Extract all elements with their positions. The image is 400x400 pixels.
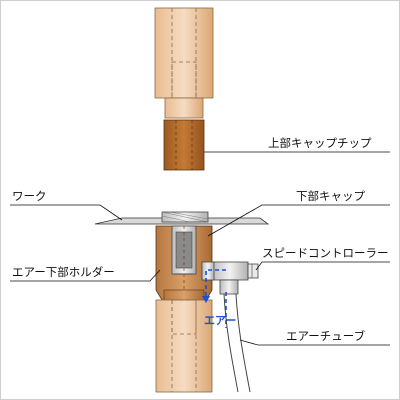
upper-electrode — [154, 7, 214, 119]
label-work: ワーク — [12, 189, 47, 203]
lower-cap — [161, 211, 209, 223]
label-air-lower-holder: エアー下部ホルダー — [12, 265, 115, 279]
lower-electrode — [155, 299, 213, 393]
speed-controller — [201, 261, 259, 295]
label-upper-cap-tip: 上部キャップチップ — [268, 136, 372, 150]
leader-lines — [10, 151, 390, 346]
upper-cap-tip — [163, 119, 205, 171]
label-speed-controller: スピードコントローラー — [262, 246, 389, 260]
label-lower-cap: 下部キャップ — [296, 189, 365, 203]
label-air-tube: エアーチューブ — [286, 329, 366, 343]
air-tube — [223, 293, 251, 393]
label-air: エアー — [204, 314, 237, 327]
